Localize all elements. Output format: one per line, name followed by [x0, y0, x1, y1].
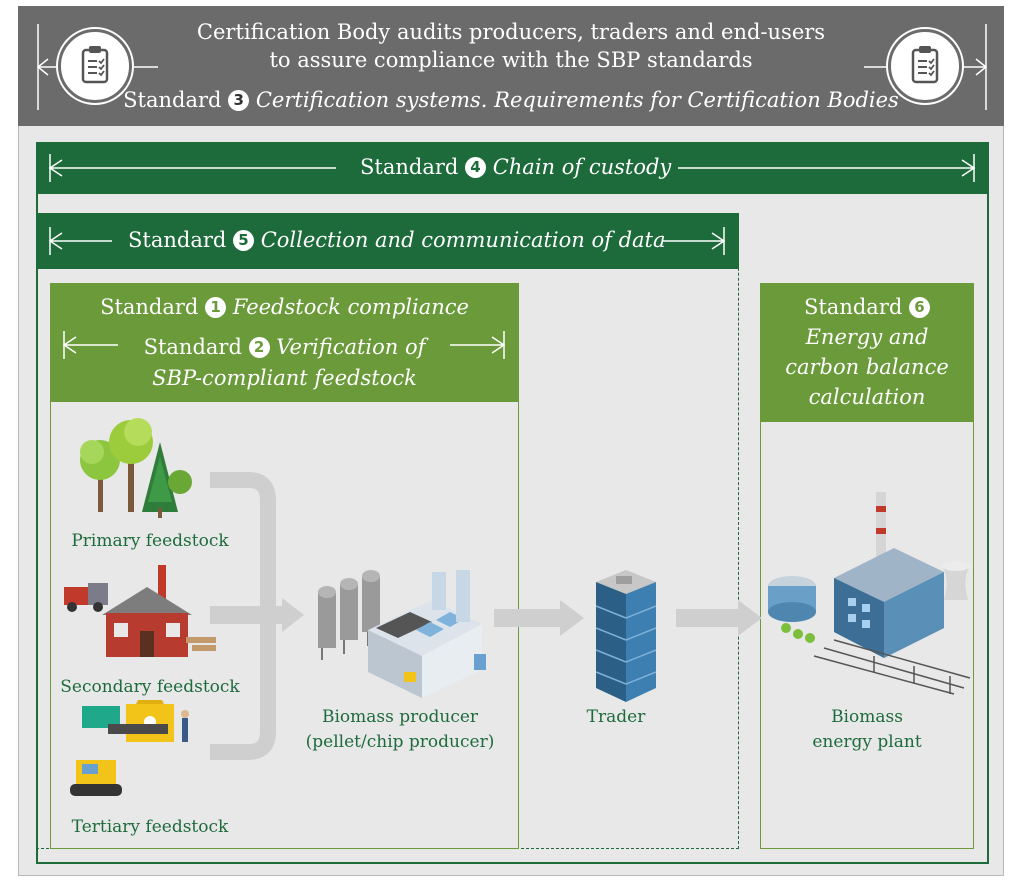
standard-4-title: Chain of custody	[492, 155, 672, 179]
recycling-icon	[70, 700, 189, 796]
standard-1-title: Feedstock compliance	[232, 295, 469, 319]
secondary-feedstock-label: Secondary feedstock	[60, 677, 240, 697]
standard-1-word: Standard	[100, 295, 199, 319]
standard-1-number: 1	[205, 297, 227, 318]
biomass-producer-line2: (pellet/chip producer)	[305, 732, 495, 752]
standard-6-title-line2-wrap: carbon balance	[760, 355, 974, 379]
certification-body-header: Certification Body audits producers, tra…	[18, 6, 1004, 126]
standard-5-label: Standard 5 Collection and communication …	[128, 228, 666, 252]
standard-6-label: Standard 6	[760, 295, 974, 319]
standard-2-title-line2: SBP-compliant feedstock	[152, 366, 417, 390]
energy-plant-line1: Biomass	[831, 707, 903, 727]
standard-4-number: 4	[465, 157, 487, 178]
standard-6-title-line1-wrap: Energy and	[760, 325, 974, 349]
standard-1-label: Standard 1 Feedstock compliance	[50, 295, 519, 319]
office-building-icon	[595, 570, 657, 702]
standard-6-title-line2: carbon balance	[785, 355, 949, 379]
standard-6-title-line3: calculation	[808, 385, 926, 409]
standard-5-title: Collection and communication of data	[260, 228, 666, 252]
standard-3-line: Standard 3 Certification systems. Requir…	[18, 90, 1004, 111]
biomass-producer-line1: Biomass producer	[321, 707, 479, 727]
standard-5-arrows	[48, 227, 726, 255]
standard-6-band: Standard 6 Energy and carbon balance cal…	[760, 283, 974, 422]
standard-5-band: Standard 5 Collection and communication …	[36, 213, 739, 269]
standard-3-word: Standard	[123, 88, 222, 112]
header-arrows	[36, 24, 988, 110]
header-line-1: Certification Body audits producers, tra…	[196, 20, 826, 44]
energy-plant-line2: energy plant	[812, 732, 922, 752]
standard-6-number: 6	[909, 297, 930, 318]
feedstock-bracket	[210, 472, 304, 760]
standard-5-number: 5	[233, 230, 255, 251]
standard-6-word: Standard	[803, 295, 903, 319]
standard-2-word: Standard	[143, 335, 242, 359]
standard-2-title-line1: Verification of	[276, 335, 426, 359]
standard-3-title: Certification systems. Requirements for …	[255, 88, 899, 112]
standard-5-word: Standard	[128, 228, 227, 252]
standard-6-title-line3-wrap: calculation	[760, 385, 974, 409]
standard-4-arrows	[48, 154, 976, 182]
biomass-factory-icon	[318, 570, 486, 698]
sawmill-icon	[64, 565, 216, 657]
standard-2-title-line2-wrap: SBP-compliant feedstock	[50, 366, 519, 390]
header-line-2: to assure compliance with the SBP standa…	[269, 48, 753, 72]
trader-label: Trader	[586, 707, 646, 727]
trees-icon	[80, 418, 192, 518]
standard-2-label: Standard 2 Verification of	[50, 335, 519, 359]
standard-4-band: Standard 4 Chain of custody	[36, 142, 989, 194]
primary-feedstock-label: Primary feedstock	[71, 531, 229, 551]
standard-4-word: Standard	[360, 155, 459, 179]
clipboard-icon	[888, 29, 962, 103]
standard-2-number: 2	[248, 337, 270, 358]
standard-4-label: Standard 4 Chain of custody	[360, 155, 671, 179]
standard-2-arrows	[62, 331, 506, 359]
clipboard-icon	[58, 29, 132, 103]
arrow-to-plant	[676, 600, 762, 636]
standard-6-title-line1: Energy and	[805, 325, 929, 349]
standard-1-2-band: Standard 1 Feedstock compliance Standard…	[50, 283, 519, 402]
tertiary-feedstock-label: Tertiary feedstock	[71, 817, 229, 837]
arrow-to-trader	[494, 600, 584, 636]
power-plant-icon	[768, 492, 971, 695]
standard-3-number: 3	[228, 90, 250, 111]
